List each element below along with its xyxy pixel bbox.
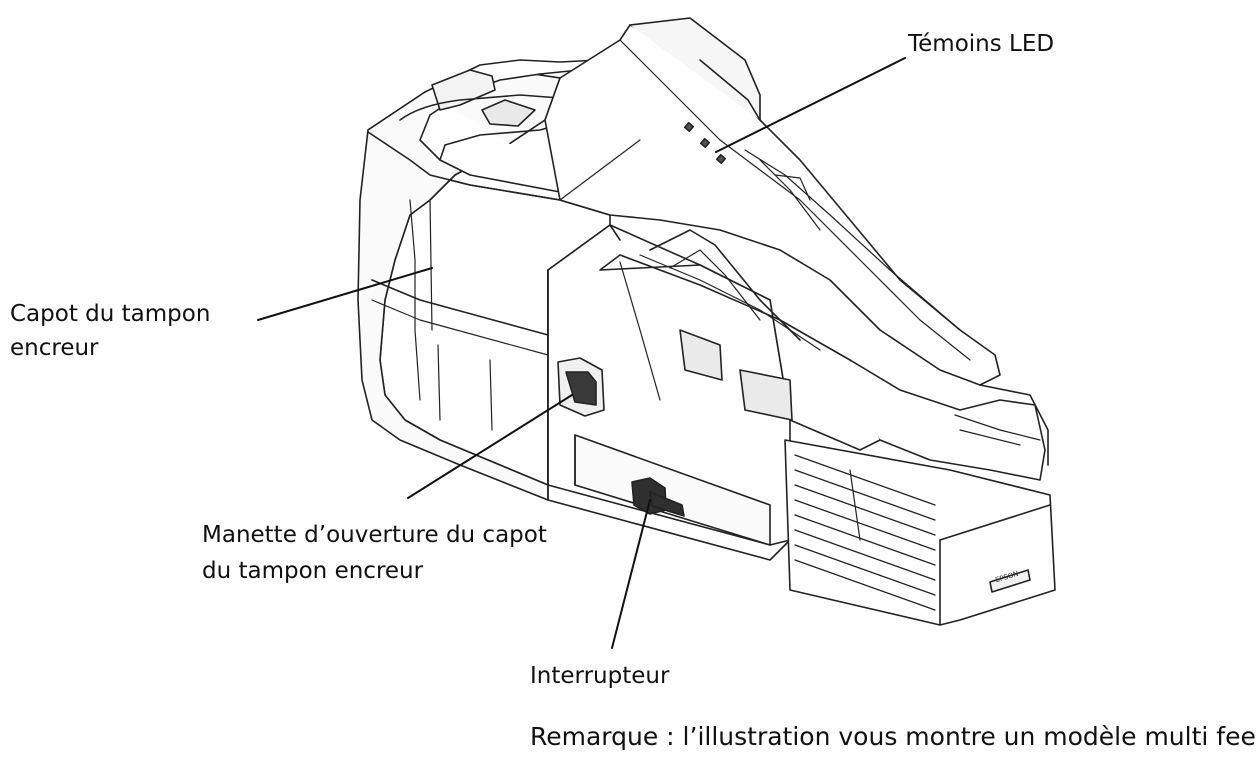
top-handle [399,59,611,206]
leader-line-switch [611,499,651,649]
label-power-switch: Interrupteur [530,663,670,689]
leader-line-cover [257,267,433,321]
front-middle-section [547,224,791,561]
leader-line-lever [407,394,573,499]
note-text: Remarque : l’illustration vous montre un… [530,722,1257,751]
power-switch [631,477,685,517]
cover-open-lever [557,357,605,417]
led-indicators [683,121,727,165]
label-ink-pad-cover-line2: encreur [10,335,99,361]
document-tray [599,229,1056,626]
label-cover-lever-line2: du tampon encreur [202,558,424,584]
leader-line-led [715,57,906,153]
center-spine [544,17,1001,386]
label-led-indicators: Témoins LED [908,31,1055,57]
brand-plate [989,569,1031,593]
label-ink-pad-cover-line1: Capot du tampon [10,301,211,327]
leader-lines [257,57,906,649]
label-cover-lever-line1: Manette d’ouverture du capot [202,522,547,548]
